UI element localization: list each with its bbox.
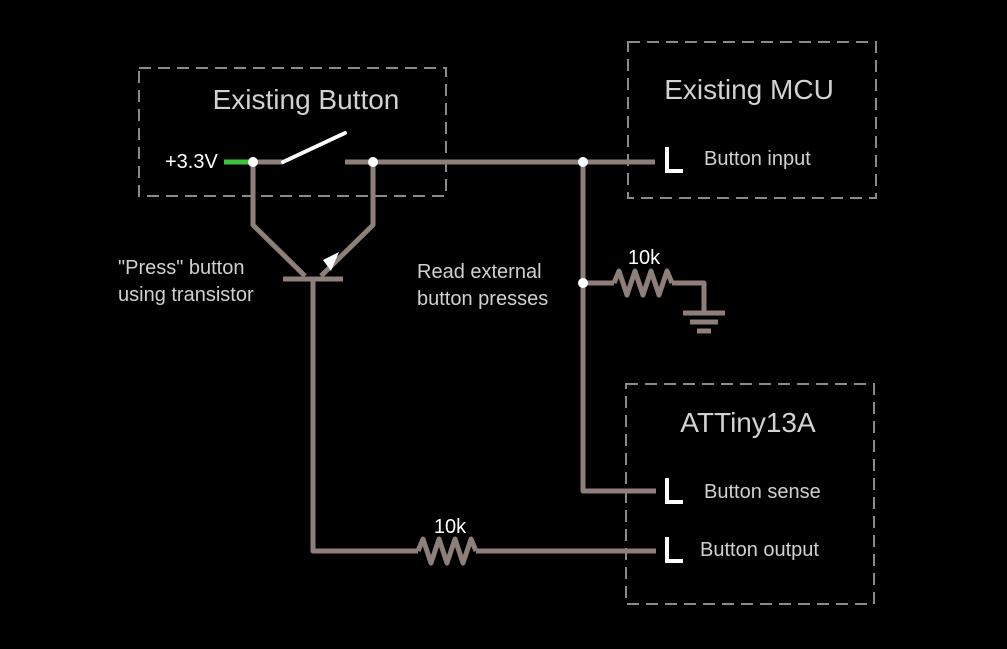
attiny-output-pin-label: Button output [700,539,819,561]
read-note-line2: button presses [417,288,548,310]
existing-mcu-box [627,41,877,199]
base-resistor-symbol [415,536,479,566]
sense-bus-wire [580,162,656,494]
switch-blade [281,131,347,164]
read-note-line1: Read external [417,261,542,283]
transistor-collector-lead [250,162,307,278]
existing-mcu-title: Existing MCU [664,74,834,105]
mcu-pin-label: Button input [704,148,811,170]
existing-button-title: Existing Button [213,84,400,115]
supply-label: +3.3V [165,151,218,173]
attiny-sense-pin-label: Button sense [704,481,821,503]
transistor-emitter-arrow [323,252,339,271]
pulldown-resistor-value: 10k [628,247,661,269]
existing-button-box [138,67,447,197]
mcu-pin-icon [665,147,683,173]
attiny-title: ATTiny13A [680,407,816,438]
transistor-emitter-lead [319,162,376,278]
attiny-box [625,383,875,605]
node-bus-top [578,157,588,167]
attiny-sense-pin-icon [665,478,683,504]
transistor-note-line2: using transistor [118,284,254,306]
attiny-output-pin-icon [665,537,683,563]
pulldown-resistor-symbol [611,268,675,298]
node-switch-right [368,157,378,167]
node-bus-pulldown [578,278,588,288]
pulldown-wire-right [672,280,707,312]
node-switch-left [248,157,258,167]
base-resistor-value: 10k [434,516,467,538]
transistor-note-line1: "Press" button [118,257,244,279]
base-wire [310,279,418,554]
